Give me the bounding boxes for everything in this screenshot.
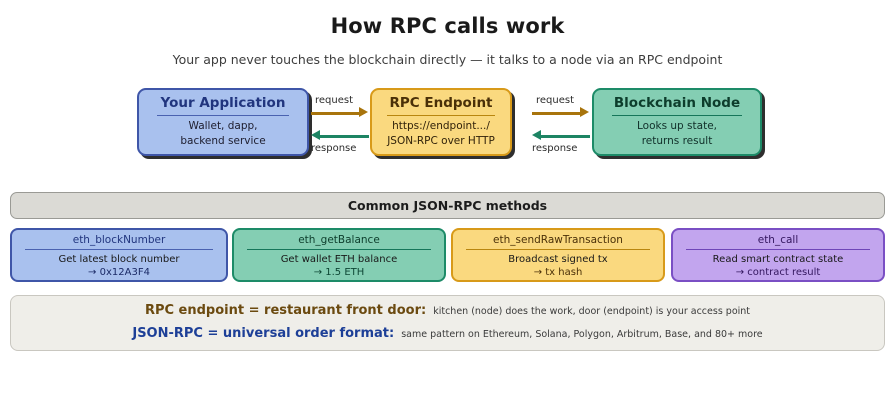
- methods-card-row: eth_blockNumber Get latest block number …: [0, 228, 895, 286]
- response-arrow-label: response: [311, 143, 357, 154]
- flow-box-title: Blockchain Node: [613, 95, 741, 111]
- method-description: Read smart contract state: [712, 254, 844, 265]
- summary-line: JSON-RPC = universal order format: same …: [132, 323, 762, 346]
- method-name: eth_call: [757, 234, 799, 246]
- method-card-eth-call: eth_call Read smart contract state → con…: [671, 228, 885, 282]
- flow-box-line-1: https://endpoint.../: [392, 120, 490, 132]
- method-card-divider: [24, 249, 214, 250]
- response-arrow-line: [540, 135, 590, 138]
- method-card-divider: [246, 249, 432, 250]
- request-arrow-line: [532, 112, 582, 115]
- flow-box-title: RPC Endpoint: [389, 95, 493, 111]
- summary-label: JSON-RPC = universal order format:: [132, 326, 395, 341]
- method-name: eth_sendRawTransaction: [493, 234, 623, 246]
- response-arrow-label: response: [532, 143, 578, 154]
- flow-box-line-1: Looks up state,: [637, 120, 717, 132]
- method-description: Get wallet ETH balance: [280, 254, 398, 265]
- summary-label: RPC endpoint = restaurant front door:: [144, 303, 427, 318]
- flow-box-rpc-endpoint: RPC Endpoint https://endpoint.../ JSON-R…: [370, 88, 512, 156]
- method-name: eth_getBalance: [298, 234, 380, 246]
- method-result: → 1.5 ETH: [313, 267, 365, 278]
- method-card-eth-sendrawtransaction: eth_sendRawTransaction Broadcast signed …: [451, 228, 665, 282]
- method-name: eth_blockNumber: [72, 234, 166, 246]
- flow-box-your-application: Your Application Wallet, dapp, backend s…: [137, 88, 309, 156]
- summary-detail: kitchen (node) does the work, door (endp…: [433, 306, 751, 317]
- method-card-eth-getbalance: eth_getBalance Get wallet ETH balance → …: [232, 228, 446, 282]
- arrow-group-endpoint-to-node: request response: [530, 88, 592, 160]
- request-arrow-label: request: [315, 95, 354, 106]
- request-arrow-label: request: [536, 95, 575, 106]
- arrow-group-app-to-endpoint: request response: [309, 88, 371, 160]
- flow-box-title: Your Application: [160, 95, 286, 111]
- response-arrow-head-icon: [311, 129, 320, 140]
- response-arrow-line: [319, 135, 369, 138]
- rpc-flow-diagram: Your Application Wallet, dapp, backend s…: [0, 88, 895, 168]
- flow-box-divider: [612, 115, 742, 116]
- flow-box-blockchain-node: Blockchain Node Looks up state, returns …: [592, 88, 762, 156]
- request-arrow-head-icon: [580, 106, 589, 117]
- flow-box-divider: [387, 115, 495, 116]
- method-result: → 0x12A3F4: [88, 267, 150, 278]
- page-title: How RPC calls work: [330, 14, 565, 38]
- flow-box-line-1: Wallet, dapp,: [188, 120, 258, 132]
- flow-box-divider: [157, 115, 289, 116]
- flow-box-line-2: JSON-RPC over HTTP: [387, 135, 495, 147]
- flow-box-line-2: backend service: [180, 135, 266, 147]
- page-subtitle: Your app never touches the blockchain di…: [172, 52, 723, 67]
- summary-panel: RPC endpoint = restaurant front door: ki…: [10, 295, 885, 351]
- method-result: → contract result: [735, 267, 821, 278]
- method-description: Broadcast signed tx: [508, 254, 608, 265]
- flow-box-line-2: returns result: [641, 135, 713, 147]
- method-card-eth-blocknumber: eth_blockNumber Get latest block number …: [10, 228, 228, 282]
- request-arrow-line: [311, 112, 361, 115]
- summary-detail: same pattern on Ethereum, Solana, Polygo…: [401, 329, 763, 340]
- method-description: Get latest block number: [58, 254, 180, 265]
- response-arrow-head-icon: [532, 129, 541, 140]
- methods-section-title: Common JSON-RPC methods: [347, 198, 548, 213]
- methods-section-header: Common JSON-RPC methods: [10, 192, 885, 219]
- summary-line: RPC endpoint = restaurant front door: ki…: [145, 300, 750, 323]
- method-card-divider: [465, 249, 651, 250]
- method-card-divider: [685, 249, 871, 250]
- request-arrow-head-icon: [359, 106, 368, 117]
- method-result: → tx hash: [533, 267, 583, 278]
